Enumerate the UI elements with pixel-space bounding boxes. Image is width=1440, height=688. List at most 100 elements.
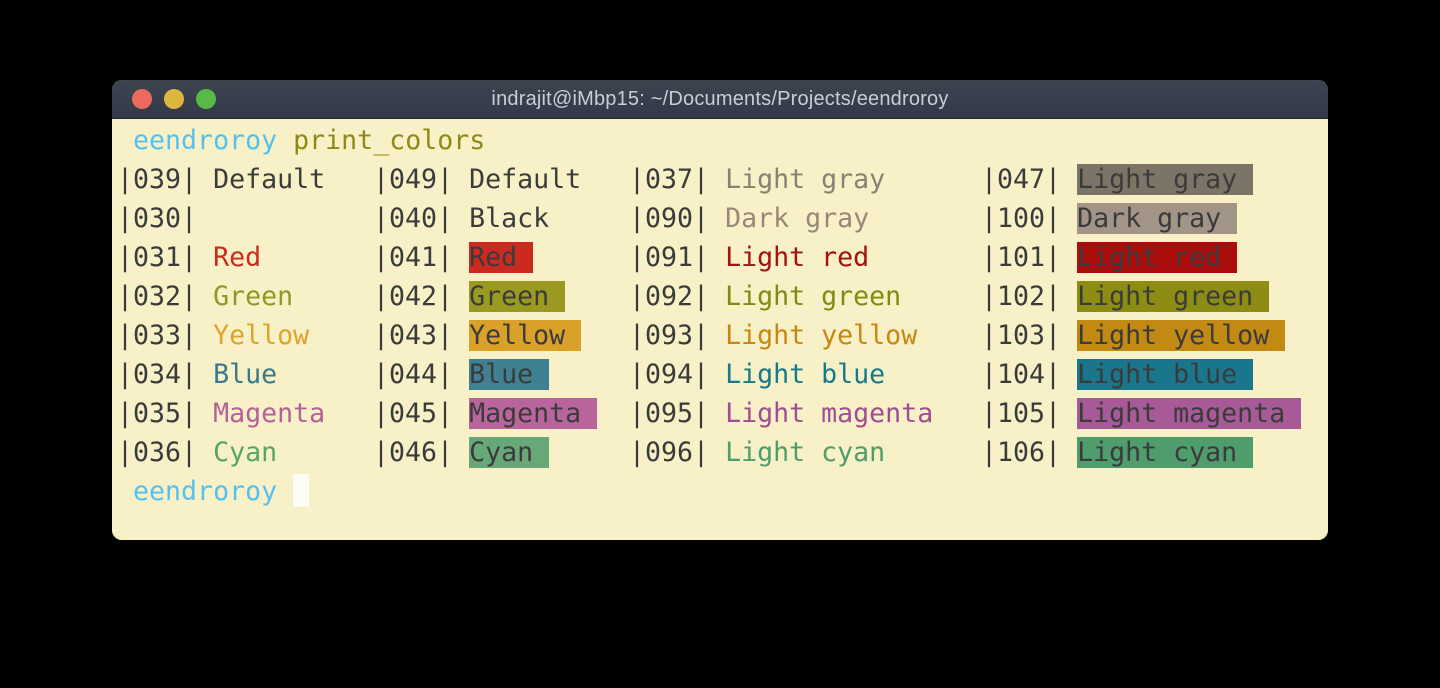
color-label: Light green	[725, 281, 902, 312]
ansi-code: |104|	[981, 359, 1062, 390]
prompt-user: eendroroy	[133, 476, 278, 507]
close-button-icon[interactable]	[132, 89, 152, 109]
color-table: |039| Default|049| Default|037| Light gr…	[112, 160, 1328, 472]
color-row: |034| Blue|044| Blue |094| Light blue|10…	[112, 355, 1328, 394]
color-label: Light yellow	[725, 320, 918, 351]
color-cell: |049| Default	[373, 160, 581, 199]
ansi-code: |030|	[117, 203, 198, 234]
color-cell: |046| Cyan	[373, 433, 550, 472]
color-cell: |095| Light magenta	[629, 394, 933, 433]
color-cell: |094| Light blue	[629, 355, 885, 394]
color-label: Light red	[725, 242, 870, 273]
color-cell: |090| Dark gray	[629, 199, 869, 238]
color-row: |030| |040| Black|090| Dark gray|100| Da…	[112, 199, 1328, 238]
color-label: Cyan	[469, 437, 550, 468]
ansi-code: |031|	[117, 242, 198, 273]
ansi-code: |105|	[981, 398, 1062, 429]
color-label: Light magenta	[1077, 398, 1302, 429]
color-cell: |034| Blue	[117, 355, 277, 394]
titlebar[interactable]: indrajit@iMbp15: ~/Documents/Projects/ee…	[112, 80, 1328, 119]
color-label: Blue	[469, 359, 550, 390]
zoom-button-icon[interactable]	[196, 89, 216, 109]
color-label: Light green	[1077, 281, 1270, 312]
color-label: Yellow	[213, 320, 310, 351]
color-label: Red	[213, 242, 262, 273]
color-label: Default	[469, 164, 582, 195]
color-label: Magenta	[469, 398, 598, 429]
color-cell: |104| Light blue	[981, 355, 1254, 394]
color-label: Light cyan	[1077, 437, 1254, 468]
ansi-code: |093|	[629, 320, 710, 351]
ansi-code: |044|	[373, 359, 454, 390]
window-title: indrajit@iMbp15: ~/Documents/Projects/ee…	[491, 87, 949, 110]
ansi-code: |102|	[981, 281, 1062, 312]
color-label: Dark gray	[1077, 203, 1238, 234]
ansi-code: |039|	[117, 164, 198, 195]
color-label: Default	[213, 164, 326, 195]
ansi-code: |035|	[117, 398, 198, 429]
color-cell: |031| Red	[117, 238, 261, 277]
color-label: Light gray	[1077, 164, 1254, 195]
color-cell: |042| Green	[373, 277, 566, 316]
color-cell: |037| Light gray	[629, 160, 885, 199]
color-cell: |100| Dark gray	[981, 199, 1238, 238]
prompt-line: eendroroy print_colors	[112, 121, 1328, 160]
ansi-code: |036|	[117, 437, 198, 468]
color-cell: |032| Green	[117, 277, 293, 316]
color-cell: |041| Red	[373, 238, 534, 277]
color-label: Light blue	[725, 359, 886, 390]
color-label: Light gray	[725, 164, 886, 195]
ansi-code: |096|	[629, 437, 710, 468]
color-cell: |091| Light red	[629, 238, 869, 277]
ansi-code: |091|	[629, 242, 710, 273]
ansi-code: |041|	[373, 242, 454, 273]
color-cell: |092| Light green	[629, 277, 901, 316]
color-cell: |044| Blue	[373, 355, 550, 394]
color-label: Light magenta	[725, 398, 934, 429]
color-label: Green	[213, 281, 294, 312]
color-cell: |096| Light cyan	[629, 433, 885, 472]
ansi-code: |092|	[629, 281, 710, 312]
ansi-code: |032|	[117, 281, 198, 312]
color-cell: |036| Cyan	[117, 433, 277, 472]
color-cell: |030|	[117, 199, 213, 238]
ansi-code: |043|	[373, 320, 454, 351]
ansi-code: |106|	[981, 437, 1062, 468]
ansi-code: |095|	[629, 398, 710, 429]
ansi-code: |094|	[629, 359, 710, 390]
color-cell: |035| Magenta	[117, 394, 325, 433]
color-row: |039| Default|049| Default|037| Light gr…	[112, 160, 1328, 199]
color-cell: |102| Light green	[981, 277, 1270, 316]
prompt-command: print_colors	[293, 125, 486, 156]
color-label: Dark gray	[725, 203, 870, 234]
color-cell: |101| Light red	[981, 238, 1238, 277]
ansi-code: |042|	[373, 281, 454, 312]
ansi-code: |046|	[373, 437, 454, 468]
color-row: |032| Green |042| Green |092| Light green…	[112, 277, 1328, 316]
color-row: |031| Red|041| Red |091| Light red|101| …	[112, 238, 1328, 277]
color-label: Light red	[1077, 242, 1238, 273]
terminal-content[interactable]: eendroroy print_colors |039| Default|049…	[112, 119, 1328, 540]
color-cell: |106| Light cyan	[981, 433, 1254, 472]
ansi-code: |045|	[373, 398, 454, 429]
color-cell: |045| Magenta	[373, 394, 598, 433]
color-cell: |043| Yellow	[373, 316, 582, 355]
color-label: Light cyan	[725, 437, 886, 468]
color-label: Yellow	[469, 320, 582, 351]
color-label: Light blue	[1077, 359, 1254, 390]
color-cell: |103| Light yellow	[981, 316, 1286, 355]
ansi-code: |100|	[981, 203, 1062, 234]
color-label: Light yellow	[1077, 320, 1286, 351]
traffic-lights	[132, 80, 216, 118]
ansi-code: |101|	[981, 242, 1062, 273]
prompt-user: eendroroy	[133, 125, 278, 156]
terminal-cursor[interactable]	[293, 474, 310, 507]
color-row: |033| Yellow|043| Yellow |093| Light yel…	[112, 316, 1328, 355]
minimize-button-icon[interactable]	[164, 89, 184, 109]
color-cell: |039| Default	[117, 160, 325, 199]
color-row: |036| Cyan|046| Cyan |096| Light cyan|10…	[112, 433, 1328, 472]
ansi-code: |037|	[629, 164, 710, 195]
color-label: Red	[469, 242, 534, 273]
ansi-code: |049|	[373, 164, 454, 195]
